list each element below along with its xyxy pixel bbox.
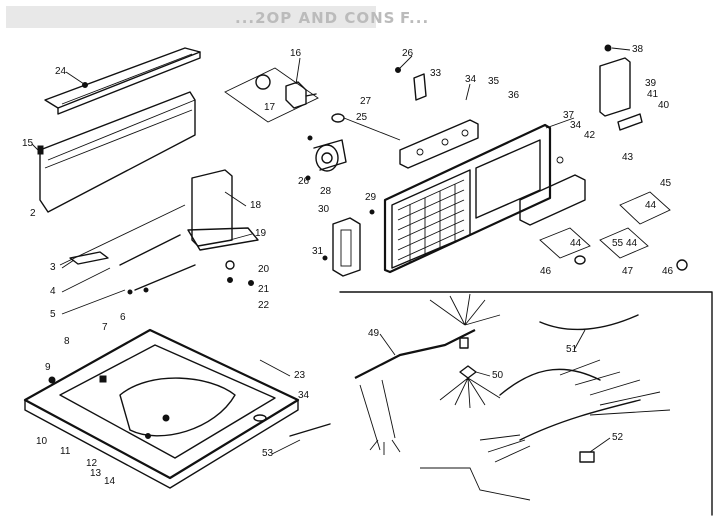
callout-49: 49 bbox=[368, 328, 380, 339]
callout-27: 27 bbox=[360, 96, 372, 107]
callout-44b: 44 bbox=[570, 238, 582, 249]
callout-34a: 34 bbox=[465, 74, 477, 85]
callout-44a: 44 bbox=[645, 200, 657, 211]
callout-41: 41 bbox=[647, 89, 659, 100]
callout-42: 42 bbox=[584, 130, 596, 141]
callout-24: 24 bbox=[55, 66, 67, 77]
control-bracket-part-33 bbox=[395, 67, 427, 101]
callout-31: 31 bbox=[312, 246, 324, 257]
callout-55: 55 bbox=[612, 238, 624, 249]
leader-lines bbox=[31, 47, 631, 455]
timer-assembly-part-16 bbox=[224, 67, 319, 123]
fan-motor-part-28 bbox=[313, 139, 347, 172]
bracket-part-43 bbox=[519, 156, 586, 226]
top-lid-part-24 bbox=[44, 47, 201, 115]
callout-50: 50 bbox=[492, 370, 504, 381]
callout-19: 19 bbox=[255, 228, 267, 239]
front-grille-part-37 bbox=[383, 123, 552, 274]
callout-30: 30 bbox=[318, 204, 330, 215]
callout-17: 17 bbox=[264, 102, 276, 113]
callout-29: 29 bbox=[365, 192, 377, 203]
callout-35: 35 bbox=[488, 76, 500, 87]
base-pan-part-23 bbox=[23, 328, 331, 489]
callout-47: 47 bbox=[622, 266, 634, 277]
callout-44c: 44 bbox=[626, 238, 638, 249]
main-harness-part-52 bbox=[420, 359, 671, 501]
callout-labels: 24 15 2 16 17 27 25 26 28 26 33 34 35 36… bbox=[22, 44, 674, 487]
callout-16: 16 bbox=[290, 48, 302, 59]
side-bracket-part-30 bbox=[322, 209, 375, 277]
callout-15: 15 bbox=[22, 138, 34, 149]
callout-37: 37 bbox=[563, 110, 575, 121]
callout-10: 10 bbox=[36, 436, 48, 447]
callout-12: 12 bbox=[86, 458, 98, 469]
callout-34b: 34 bbox=[570, 120, 582, 131]
callout-2: 2 bbox=[30, 208, 36, 219]
rear-panel-part-2 bbox=[37, 91, 196, 213]
callout-11: 11 bbox=[60, 446, 71, 457]
callout-40: 40 bbox=[658, 100, 670, 111]
callout-46b: 46 bbox=[662, 266, 674, 277]
wiring-section-border bbox=[339, 291, 713, 516]
callout-6: 6 bbox=[120, 312, 126, 323]
callout-8: 8 bbox=[64, 336, 70, 347]
wire-part-51 bbox=[539, 314, 639, 331]
hinge-and-rod-parts-3-7 bbox=[69, 234, 196, 295]
callout-18: 18 bbox=[250, 200, 262, 211]
callout-25: 25 bbox=[356, 112, 368, 123]
callout-51: 51 bbox=[566, 344, 578, 355]
header-title: ...2OP AND CONS bbox=[235, 9, 395, 27]
wiring-harness-part-49 bbox=[354, 293, 501, 455]
header-band bbox=[6, 6, 376, 28]
callout-33: 33 bbox=[430, 68, 442, 79]
header-part-ref: F... bbox=[400, 9, 429, 27]
callout-3a: 3 bbox=[50, 262, 56, 273]
callout-14: 14 bbox=[104, 476, 116, 487]
connector-part-50 bbox=[439, 365, 501, 409]
callout-28: 28 bbox=[320, 186, 332, 197]
callout-21: 21 bbox=[258, 284, 270, 295]
callout-38: 38 bbox=[632, 44, 644, 55]
small-parts-25-27 bbox=[305, 113, 401, 181]
callout-13: 13 bbox=[90, 468, 102, 479]
callout-45: 45 bbox=[660, 178, 672, 189]
callout-26a: 26 bbox=[402, 48, 414, 59]
callout-20: 20 bbox=[258, 264, 270, 275]
callout-26b: 26 bbox=[298, 176, 310, 187]
callout-34c: 34 bbox=[298, 390, 310, 401]
callout-53: 53 bbox=[262, 448, 274, 459]
bracket-part-39 bbox=[599, 44, 643, 131]
callout-52: 52 bbox=[612, 432, 624, 443]
callout-23: 23 bbox=[294, 370, 306, 381]
callout-39: 39 bbox=[645, 78, 657, 89]
callout-22: 22 bbox=[258, 300, 270, 311]
control-panel-part-36 bbox=[399, 119, 479, 169]
callout-9: 9 bbox=[45, 362, 51, 373]
callout-7: 7 bbox=[102, 322, 108, 333]
callout-43: 43 bbox=[622, 152, 634, 163]
bracket-parts-18-19 bbox=[59, 169, 259, 286]
callout-4: 4 bbox=[50, 286, 56, 297]
callout-36: 36 bbox=[508, 90, 520, 101]
knob-parts-44-47 bbox=[539, 191, 688, 271]
callout-5: 5 bbox=[50, 309, 56, 320]
callout-46a: 46 bbox=[540, 266, 552, 277]
